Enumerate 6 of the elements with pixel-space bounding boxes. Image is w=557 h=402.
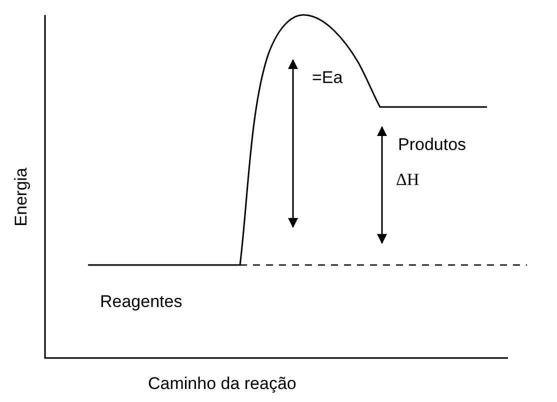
reactant-label: Reagentes	[100, 293, 182, 312]
product-label: Produtos	[398, 136, 466, 155]
enthalpy-label: ΔH	[396, 171, 420, 190]
axis-title: Caminho da reação	[148, 375, 296, 394]
energy-label: =Ea	[312, 69, 343, 88]
axis-title: Energia	[12, 166, 32, 226]
